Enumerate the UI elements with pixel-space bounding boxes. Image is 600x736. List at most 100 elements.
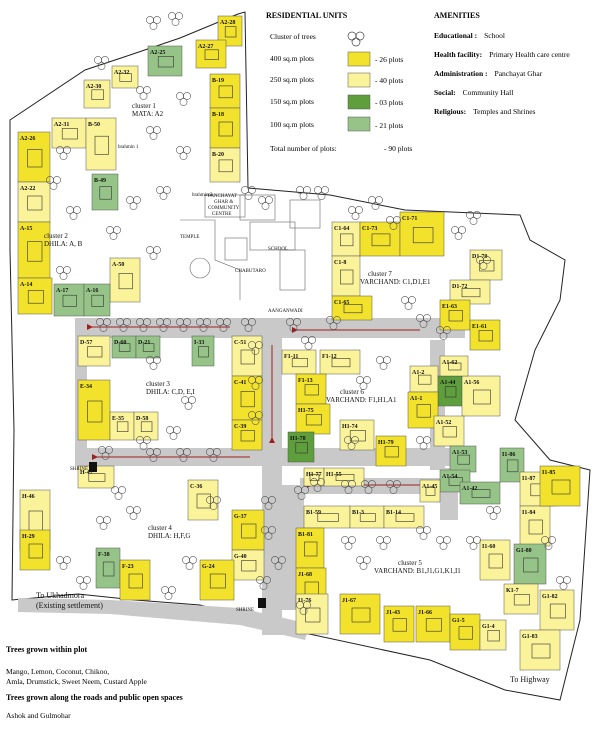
plot-label: H1-78 — [290, 436, 306, 442]
svg-text:DHILA: C,D, E,I: DHILA: C,D, E,I — [146, 388, 195, 396]
plot-a2-32: A2-32 — [111, 65, 139, 89]
plot-f-23: F-23 — [119, 559, 151, 601]
plot-label: A1-45 — [422, 484, 437, 490]
svg-text:cluster 5: cluster 5 — [398, 559, 422, 567]
tree-cluster — [416, 436, 431, 450]
plot-a2-25: A2-25 — [147, 45, 183, 77]
tree-cluster — [401, 296, 416, 310]
plot-a2-28: A2-28 — [217, 15, 243, 47]
plot-g1-4: G1-4 — [479, 619, 507, 651]
plot-a1-52: A1-52 — [433, 415, 465, 447]
tree-cluster — [96, 318, 111, 332]
tree-cluster — [176, 318, 191, 332]
tree-cluster — [368, 196, 383, 210]
plot-a1-56: A1-56 — [461, 375, 501, 417]
brahmin-2-label: brahmin 2 — [192, 193, 213, 198]
plot-label: G-40 — [234, 554, 247, 560]
svg-text:(Existing settlement): (Existing settlement) — [36, 601, 103, 610]
tree-cluster — [206, 448, 221, 462]
legend-unit-250-label: 250 sq.m plots — [270, 75, 314, 84]
plot-label: I-33 — [194, 340, 204, 346]
legend-unit-100-label: 100 sq.m plots — [270, 120, 314, 129]
plot-label: A2-32 — [114, 70, 129, 76]
trees-layer — [46, 12, 571, 615]
tree-cluster — [136, 436, 151, 450]
tree-cluster — [146, 16, 161, 30]
plot-label: B1-3 — [352, 510, 364, 516]
plot-label: I1-60 — [482, 544, 495, 550]
plot-c-39: C-39 — [231, 419, 263, 451]
tree-cluster — [361, 480, 376, 494]
plot-label: A-15 — [20, 226, 32, 232]
tree-cluster — [314, 186, 329, 200]
plot-label: G1-4 — [482, 624, 495, 630]
plot-a1-2: A1-2 — [409, 365, 439, 393]
plot-label: B-18 — [212, 112, 224, 118]
tree-cluster — [216, 318, 231, 332]
plot-a1-42: A1-42 — [459, 481, 501, 505]
plot-a2-22: A2-22 — [17, 181, 51, 223]
plot-b-18: B-18 — [209, 107, 241, 149]
plot-label: A1-1 — [410, 396, 422, 402]
plot-label: A-14 — [20, 282, 32, 288]
plot-label: A2-28 — [220, 20, 235, 26]
tree-cluster — [248, 341, 263, 355]
plot-c1-8: C1-8 — [331, 255, 361, 297]
legend-unit-400-swatch — [347, 51, 371, 67]
plot-a2-30: A2-30 — [83, 79, 111, 109]
plot-a-16: A-16 — [83, 283, 111, 317]
plot-label: D-60 — [114, 340, 126, 346]
plots-layer: A2-28A2-27A2-30A2-32A2-25B-19B-18B-20A2-… — [17, 15, 581, 671]
tree-cluster — [156, 186, 171, 200]
tree-cluster — [166, 426, 181, 440]
plot-d1-70: D1-70 — [469, 249, 503, 281]
plot-label: A2-25 — [150, 50, 165, 56]
tree-cluster — [56, 266, 71, 280]
plot-c1-64: C1-64 — [331, 221, 361, 257]
plot-a2-27: A2-27 — [195, 39, 227, 69]
to-highway-label: To Highway — [510, 675, 550, 684]
cluster-label-1: cluster 1 MATA: A2 — [132, 102, 164, 118]
plot-label: F1-12 — [322, 354, 337, 360]
legend-unit-250-count: - 40 plots — [375, 76, 403, 85]
plot-h1-77: H1-77 — [303, 467, 325, 487]
tree-cluster — [341, 536, 356, 550]
plot-label: F-23 — [122, 564, 134, 570]
svg-text:cluster 1: cluster 1 — [132, 102, 156, 110]
plot-label: A-16 — [86, 288, 98, 294]
plot-f1-11: F1-11 — [281, 349, 317, 375]
svg-text:VARCHAND: B1,J1,G1,K1,I1: VARCHAND: B1,J1,G1,K1,I1 — [374, 567, 461, 575]
tree-cluster — [66, 206, 81, 220]
panchayat-label-4: CENTRE — [212, 212, 231, 217]
plot-h1-74: H1-74 — [339, 419, 375, 451]
plot-g-24: G-24 — [199, 559, 235, 601]
plot-label: C-36 — [190, 484, 202, 490]
plot-c1-65: C1-65 — [331, 295, 373, 321]
plot-label: A1-2 — [412, 370, 424, 376]
plot-d-21: D-21 — [135, 335, 161, 359]
amenity-educational: Educational : School — [434, 25, 505, 42]
legend-unit-150-swatch — [347, 94, 371, 110]
plot-label: A1-44 — [440, 380, 455, 386]
tree-cluster — [436, 326, 451, 340]
svg-text:cluster 7: cluster 7 — [368, 270, 392, 278]
amenity-religious: Religious: Temples and Shrines — [434, 101, 536, 118]
plot-label: B1-81 — [298, 532, 313, 538]
tree-cluster — [111, 486, 126, 500]
plot-g1-5: G1-5 — [449, 613, 481, 651]
tree-cluster — [296, 186, 311, 200]
plot-a1-53: A1-53 — [449, 445, 477, 473]
cluster-label-3: cluster 3 DHILA: C,D, E,I — [146, 380, 195, 396]
tree-cluster — [541, 536, 556, 550]
plot-h1-78: H1-78 — [287, 431, 315, 463]
chabutaro-label: CHABUTARO — [235, 269, 266, 274]
plot-label: E1-61 — [472, 324, 487, 330]
plot-k1-7: K1-7 — [503, 583, 539, 615]
plot-label: G-37 — [234, 514, 247, 520]
tree-cluster — [176, 92, 191, 106]
plot-label: J1-66 — [418, 610, 432, 616]
school-label: SCHOOL — [268, 247, 288, 252]
plot-h1-75: H1-75 — [295, 403, 331, 435]
plot-trees-line-1: Mango, Lemon, Coconut, Chikoo, — [6, 667, 109, 676]
plot-label: C-39 — [234, 424, 246, 430]
